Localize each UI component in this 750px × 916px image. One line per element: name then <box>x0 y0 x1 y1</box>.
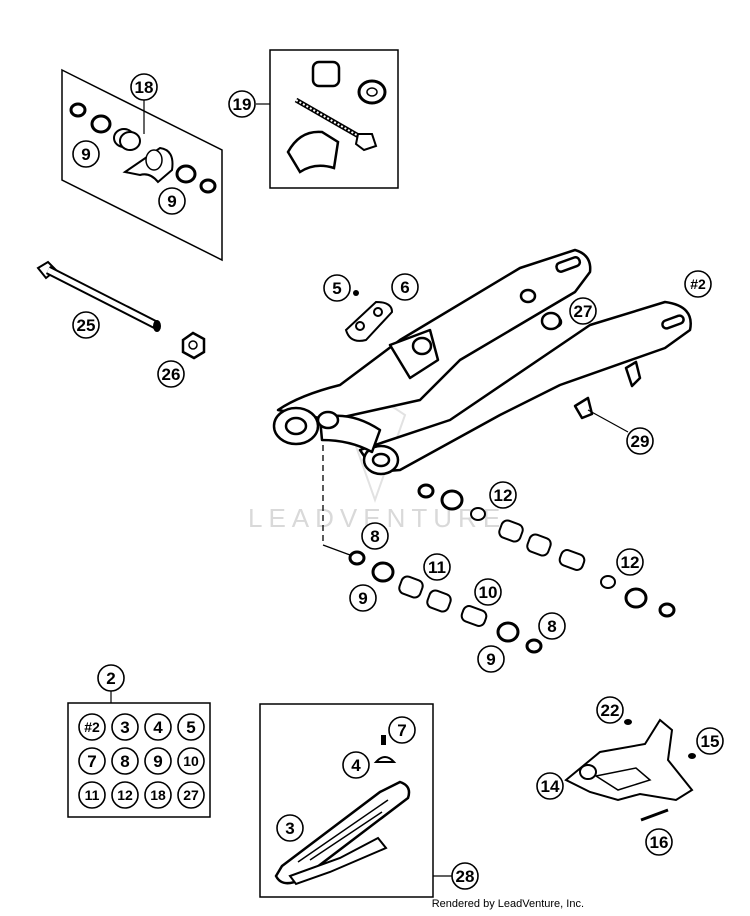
svg-text:8: 8 <box>370 527 379 546</box>
swingarm-pivot-shaft <box>36 260 161 332</box>
svg-text:6: 6 <box>400 278 409 297</box>
svg-text:11: 11 <box>428 558 446 577</box>
callout-hash-2: #2 <box>684 270 712 298</box>
svg-text:12: 12 <box>117 787 133 803</box>
callout-9-kit18-right: 9 <box>158 187 186 215</box>
kit-2-item: 5 <box>177 713 205 741</box>
kit-2-panel: #2 3 4 5 7 8 9 10 11 12 18 27 <box>67 702 211 818</box>
svg-text:12: 12 <box>621 553 640 572</box>
kit-19-panel <box>269 49 399 189</box>
callout-11: 11 <box>423 553 451 581</box>
kit-2-item: 3 <box>111 713 139 741</box>
svg-text:9: 9 <box>153 752 162 771</box>
svg-text:11: 11 <box>85 787 100 803</box>
callout-8-upper: 8 <box>361 522 389 550</box>
svg-text:8: 8 <box>120 752 129 771</box>
pivot-nut <box>181 331 206 360</box>
kit-2-item: 9 <box>144 747 172 775</box>
pivot-axis-line <box>322 445 351 556</box>
callout-29: 29 <box>626 427 654 455</box>
chain-guide-bracket <box>564 718 696 822</box>
svg-text:7: 7 <box>397 721 406 740</box>
svg-text:25: 25 <box>77 316 96 335</box>
svg-text:10: 10 <box>479 583 498 602</box>
callout-5: 5 <box>323 274 351 302</box>
callout-22: 22 <box>596 696 624 724</box>
svg-text:4: 4 <box>153 718 163 737</box>
callout-15: 15 <box>696 727 724 755</box>
callout-4: 4 <box>342 751 370 779</box>
callout-26: 26 <box>157 360 185 388</box>
callout-2: 2 <box>97 664 125 692</box>
svg-text:7: 7 <box>87 752 96 771</box>
callout-19: 19 <box>228 90 256 118</box>
callout-25: 25 <box>72 311 100 339</box>
kit-2-item: 10 <box>177 747 205 775</box>
kit-2-item: 11 <box>78 781 106 809</box>
kit-2-item: 12 <box>111 781 139 809</box>
callout-9-left-stack: 9 <box>349 584 377 612</box>
bearing-stack-right <box>417 483 676 618</box>
svg-text:3: 3 <box>120 718 129 737</box>
svg-text:12: 12 <box>494 486 513 505</box>
callout-9-lower-stack: 9 <box>477 645 505 673</box>
svg-text:14: 14 <box>541 777 560 796</box>
svg-text:16: 16 <box>650 833 669 852</box>
svg-text:27: 27 <box>574 302 593 321</box>
svg-text:9: 9 <box>486 650 495 669</box>
kit-2-item: 8 <box>111 747 139 775</box>
callout-12-lower: 12 <box>616 548 644 576</box>
callout-6: 6 <box>391 273 419 301</box>
svg-text:19: 19 <box>233 95 252 114</box>
svg-text:10: 10 <box>183 753 199 769</box>
callout-8-lower: 8 <box>538 612 566 640</box>
chain-slider-plate <box>344 300 394 342</box>
svg-text:28: 28 <box>456 867 475 886</box>
callout-28: 28 <box>451 862 479 890</box>
kit-2-item: #2 <box>78 713 106 741</box>
kit-2-item: 18 <box>144 781 172 809</box>
svg-text:15: 15 <box>701 732 720 751</box>
svg-text:9: 9 <box>81 145 90 164</box>
svg-text:3: 3 <box>285 819 294 838</box>
svg-text:2: 2 <box>106 669 115 688</box>
svg-text:18: 18 <box>135 78 154 97</box>
svg-text:#2: #2 <box>84 719 100 735</box>
callout-14: 14 <box>536 772 564 800</box>
svg-text:27: 27 <box>183 787 199 803</box>
svg-text:4: 4 <box>351 756 361 775</box>
svg-text:18: 18 <box>150 787 166 803</box>
callout-16: 16 <box>645 828 673 856</box>
swingarm <box>272 248 692 476</box>
svg-text:26: 26 <box>162 365 181 384</box>
kit-18-panel <box>61 68 223 262</box>
svg-text:5: 5 <box>186 718 195 737</box>
callout-9-kit18-left: 9 <box>72 140 100 168</box>
callout-18: 18 <box>130 73 158 101</box>
svg-text:22: 22 <box>601 701 620 720</box>
callout-7-chain-guide: 7 <box>388 716 416 744</box>
svg-text:9: 9 <box>167 192 176 211</box>
svg-text:8: 8 <box>547 617 556 636</box>
callout-12-upper: 12 <box>489 481 517 509</box>
bushing-27 <box>540 311 562 331</box>
callout-10: 10 <box>474 578 502 606</box>
kit-2-item: 4 <box>144 713 172 741</box>
kit-2-item: 7 <box>78 747 106 775</box>
svg-text:5: 5 <box>332 279 341 298</box>
credit-text: Rendered by LeadVenture, Inc. <box>431 898 584 910</box>
screw-5 <box>353 290 359 296</box>
callout-27: 27 <box>569 297 597 325</box>
bearing-stack-left <box>348 550 543 654</box>
callout-3: 3 <box>276 814 304 842</box>
svg-text:#2: #2 <box>690 276 706 292</box>
kit-2-item: 27 <box>177 781 205 809</box>
svg-text:29: 29 <box>631 432 650 451</box>
svg-text:9: 9 <box>358 589 367 608</box>
